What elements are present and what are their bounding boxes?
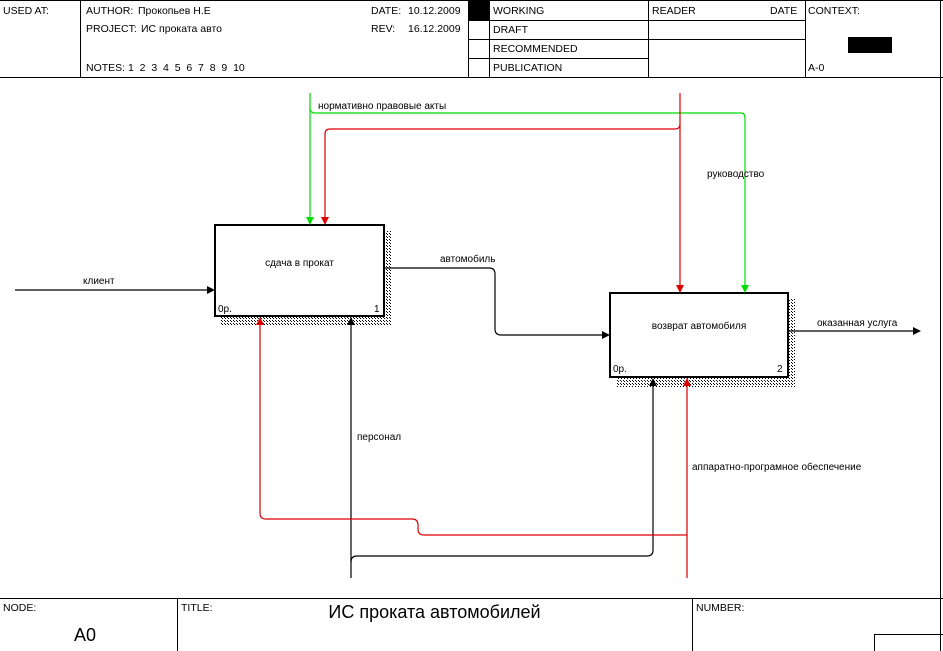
box2-rect: [609, 292, 789, 378]
title-label: TITLE:: [181, 602, 213, 614]
context-label: CONTEXT:: [808, 5, 860, 17]
project-label: PROJECT:: [86, 23, 137, 35]
arrow-staff[interactable]: [350, 324, 654, 578]
node-label: NODE:: [3, 602, 37, 614]
project-value: ИС проката авто: [141, 23, 223, 35]
reader-date-label: DATE: [770, 5, 798, 17]
rev-label: REV:: [371, 23, 396, 35]
label-staff: персонал: [357, 432, 402, 443]
arrow-service[interactable]: [788, 327, 921, 335]
author-value: Прокопьев Н.Е: [138, 5, 211, 17]
label-client: клиент: [83, 276, 115, 287]
label-regulations: нормативно правовые акты: [318, 101, 447, 112]
arrowhead-hw-sw-2: [256, 317, 264, 325]
box2-shadow: [788, 299, 795, 387]
arrow-client[interactable]: [15, 286, 215, 294]
box2-shadow-bottom: [616, 377, 795, 387]
box1-label: сдача в прокат: [265, 258, 334, 269]
date-label: DATE:: [371, 5, 402, 17]
number-label: NUMBER:: [696, 602, 745, 614]
arrow-management[interactable]: [324, 93, 681, 286]
arrowhead-regulations-1: [306, 217, 314, 225]
activity-box-2[interactable]: [609, 292, 795, 387]
box2-number: 2: [777, 364, 783, 375]
label-management: руководство: [707, 169, 765, 180]
notes-value: 1 2 3 4 5 6 7 8 9 10: [128, 62, 245, 74]
box1-number: 1: [374, 304, 380, 315]
rev-value: 16.12.2009: [408, 23, 461, 35]
reader-label: READER: [652, 5, 696, 17]
arrowhead-management-2: [321, 217, 329, 225]
status-publication: PUBLICATION: [493, 62, 563, 74]
box2-cost: 0р.: [613, 364, 627, 375]
arrow-hw-sw[interactable]: [259, 324, 688, 578]
arrow-car[interactable]: [384, 267, 610, 339]
box1-shadow-bottom: [220, 316, 391, 325]
activity-box-1[interactable]: [214, 224, 391, 325]
author-label: AUTHOR:: [86, 5, 134, 17]
arrowhead-hw-sw-1: [683, 378, 691, 386]
diagram-title: ИС проката автомобилей: [328, 602, 541, 622]
label-car: автомобиль: [440, 254, 496, 265]
box1-rect: [214, 224, 385, 317]
notes-label: NOTES:: [86, 62, 126, 74]
status-draft: DRAFT: [493, 24, 528, 36]
box2-label: возврат автомобиля: [651, 321, 747, 332]
arrow-regulations[interactable]: [309, 93, 746, 286]
label-hw-sw: аппаратно-програмное обеспечение: [692, 462, 862, 473]
status-recommended: RECOMMENDED: [493, 43, 578, 55]
arrowhead-staff-2: [649, 378, 657, 386]
context-node: A-0: [808, 62, 825, 74]
node-value: A0: [74, 625, 97, 645]
arrowhead-staff-1: [347, 317, 355, 325]
arrowhead-management-1: [676, 285, 684, 293]
used-at-label: USED AT:: [3, 5, 49, 17]
status-working: WORKING: [493, 5, 545, 17]
date-value: 10.12.2009: [408, 5, 461, 17]
label-service: оказанная услуга: [817, 318, 898, 329]
arrowhead-regulations-2: [741, 285, 749, 293]
box1-cost: 0р.: [218, 304, 232, 315]
box1-shadow: [384, 231, 391, 325]
